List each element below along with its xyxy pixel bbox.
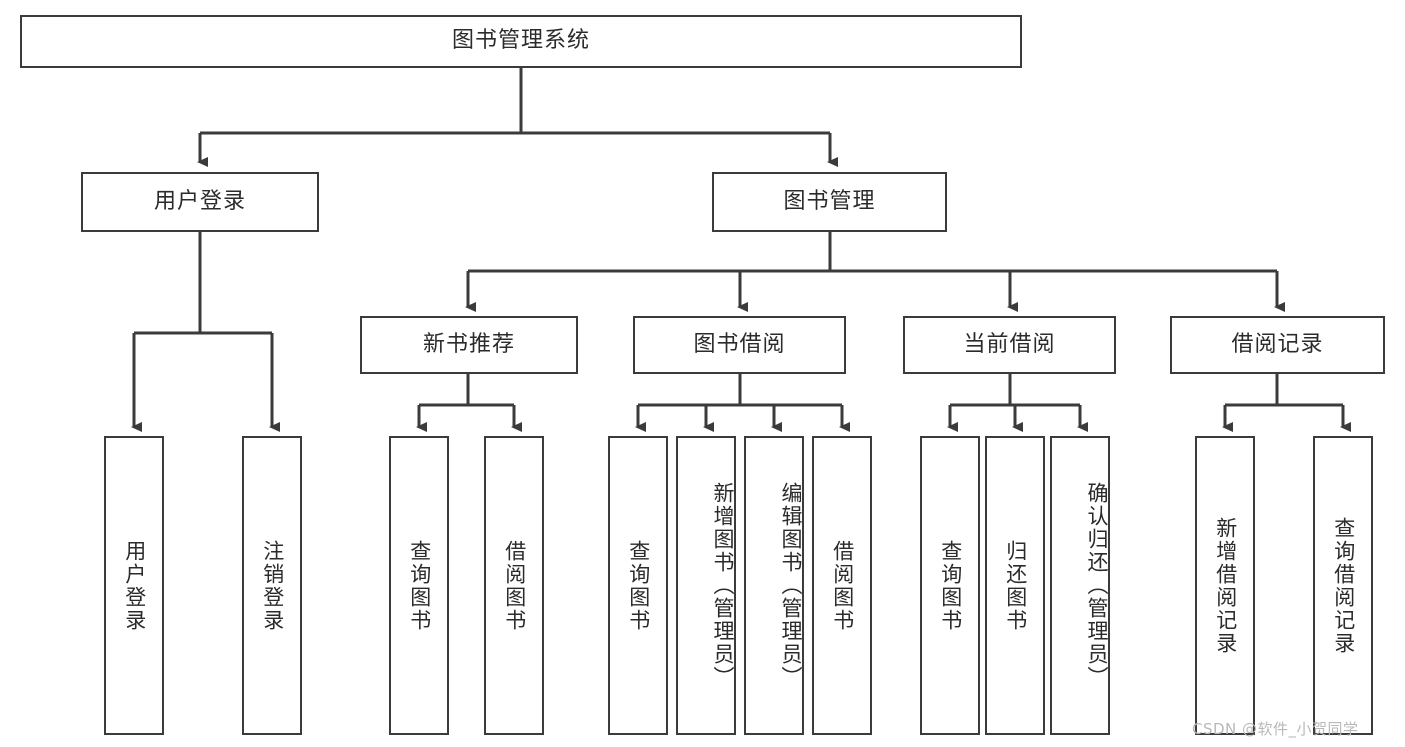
leaf-query-book-recommend-label: 查询图书 xyxy=(407,539,432,632)
leaf-query-borrow-record-label: 查询借阅记录 xyxy=(1331,516,1356,655)
leaf-add-book[interactable]: 新增图书（管理员） xyxy=(676,436,736,735)
leaf-add-book-label: 新增图书（管理员） xyxy=(711,482,735,689)
leaf-borrow-book-recommend[interactable]: 借阅图书 xyxy=(484,436,544,735)
node-current-borrow[interactable]: 当前借阅 xyxy=(903,316,1116,374)
node-book-borrow[interactable]: 图书借阅 xyxy=(633,316,846,374)
leaf-confirm-return-label: 确认归还（管理员） xyxy=(1085,482,1109,689)
leaf-borrow-book[interactable]: 借阅图书 xyxy=(812,436,872,735)
node-borrow-record-label: 借阅记录 xyxy=(1231,331,1324,357)
leaf-query-book-recommend[interactable]: 查询图书 xyxy=(389,436,449,735)
node-root[interactable]: 图书管理系统 xyxy=(20,15,1022,68)
leaf-query-book-current-label: 查询图书 xyxy=(938,539,963,632)
node-book-manage-label: 图书管理 xyxy=(783,188,876,214)
leaf-edit-book-label: 编辑图书（管理员） xyxy=(779,482,803,689)
node-user-login[interactable]: 用户登录 xyxy=(81,172,319,232)
node-book-borrow-label: 图书借阅 xyxy=(693,331,786,357)
node-user-login-label: 用户登录 xyxy=(153,188,246,214)
leaf-logout-label: 注销登录 xyxy=(260,539,285,632)
leaf-return-book-label: 归还图书 xyxy=(1003,539,1028,632)
leaf-edit-book[interactable]: 编辑图书（管理员） xyxy=(744,436,804,735)
node-borrow-record[interactable]: 借阅记录 xyxy=(1170,316,1385,374)
leaf-user-login-label: 用户登录 xyxy=(122,539,147,632)
leaf-add-borrow-record[interactable]: 新增借阅记录 xyxy=(1195,436,1255,735)
leaf-borrow-book-recommend-label: 借阅图书 xyxy=(502,539,527,632)
node-current-borrow-label: 当前借阅 xyxy=(963,331,1056,357)
node-new-book-recommend[interactable]: 新书推荐 xyxy=(360,316,578,374)
leaf-add-borrow-record-label: 新增借阅记录 xyxy=(1213,516,1238,655)
leaf-user-login[interactable]: 用户登录 xyxy=(104,436,164,735)
csdn-watermark: CSDN @软件_小贺同学 xyxy=(1192,720,1359,738)
node-book-manage[interactable]: 图书管理 xyxy=(712,172,947,232)
node-root-label: 图书管理系统 xyxy=(451,28,590,54)
leaf-query-book-borrow[interactable]: 查询图书 xyxy=(608,436,668,735)
leaf-confirm-return[interactable]: 确认归还（管理员） xyxy=(1050,436,1110,735)
leaf-query-book-current[interactable]: 查询图书 xyxy=(920,436,980,735)
leaf-query-borrow-record[interactable]: 查询借阅记录 xyxy=(1313,436,1373,735)
leaf-borrow-book-label: 借阅图书 xyxy=(830,539,855,632)
leaf-logout[interactable]: 注销登录 xyxy=(242,436,302,735)
leaf-query-book-borrow-label: 查询图书 xyxy=(626,539,651,632)
leaf-return-book[interactable]: 归还图书 xyxy=(985,436,1045,735)
node-new-book-recommend-label: 新书推荐 xyxy=(422,331,515,357)
